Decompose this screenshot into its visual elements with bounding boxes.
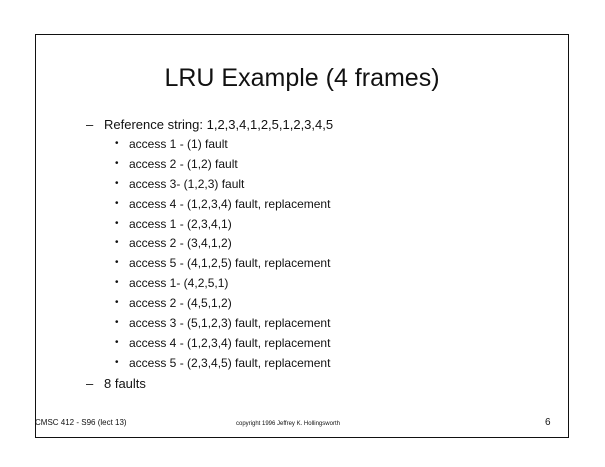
bullet-icon: •: [115, 197, 119, 209]
dash-bullet: –: [86, 117, 94, 132]
bullet-icon: •: [115, 138, 119, 149]
bullet-icon: •: [115, 157, 119, 169]
dash-bullet: –: [86, 376, 94, 391]
bullet-icon: •: [115, 317, 119, 329]
access-text: access 4 - (1,2,3,4) fault, replacement: [129, 335, 331, 350]
reference-string-text: Reference string: 1,2,3,4,1,2,5,1,2,3,4,…: [104, 117, 334, 132]
access-text: access 5 - (2,3,4,5) fault, replacement: [129, 355, 331, 370]
access-text: access 5 - (4,1,2,5) fault, replacement: [129, 256, 331, 271]
fault-summary-text: 8 faults: [104, 376, 146, 391]
slide-frame: [35, 34, 569, 438]
course-footer: CMSC 412 - S96 (lect 13): [35, 418, 127, 427]
slide-title: LRU Example (4 frames): [164, 64, 440, 92]
page-number: 6: [545, 417, 551, 428]
bullet-icon: •: [115, 237, 119, 249]
copyright-footer: copyright 1996 Jeffrey K. Hollingsworth: [236, 421, 340, 427]
bullet-icon: •: [115, 177, 119, 189]
access-text: access 1 - (2,3,4,1): [129, 216, 232, 231]
bullet-icon: •: [115, 356, 119, 368]
access-text: access 2 - (1,2) fault: [129, 156, 238, 171]
access-text: access 2 - (3,4,1,2): [129, 236, 232, 251]
bullet-icon: •: [115, 336, 119, 348]
access-text: access 1 - (1) fault: [129, 137, 228, 151]
access-text: access 4 - (1,2,3,4) fault, replacement: [129, 196, 331, 211]
bullet-icon: •: [115, 257, 119, 269]
bullet-icon: •: [115, 297, 119, 309]
bullet-icon: •: [115, 217, 119, 229]
access-text: access 3- (1,2,3) fault: [129, 176, 245, 191]
bullet-icon: •: [115, 277, 119, 289]
access-text: access 2 - (4,5,1,2): [129, 296, 232, 311]
access-text: access 3 - (5,1,2,3) fault, replacement: [129, 316, 331, 331]
access-text: access 1- (4,2,5,1): [129, 276, 229, 291]
